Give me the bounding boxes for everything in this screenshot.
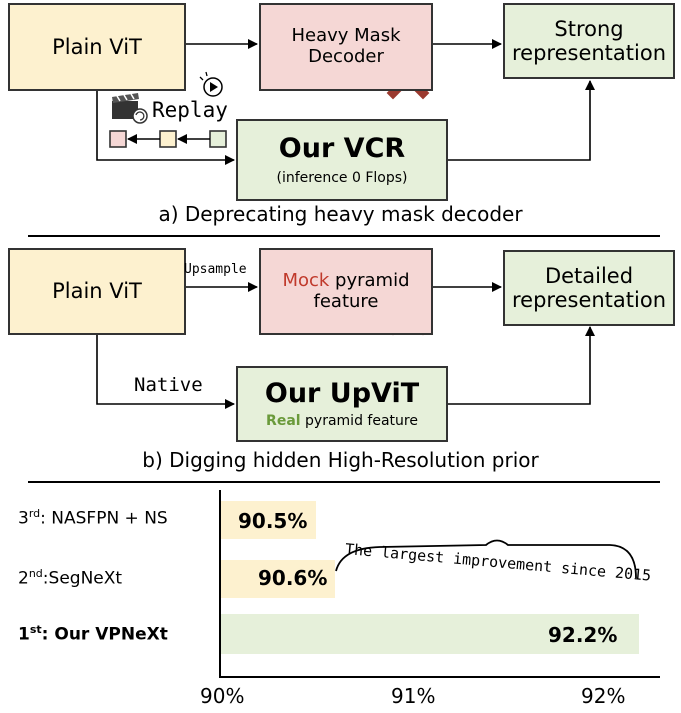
upvit-title: Our UpViT (264, 378, 420, 410)
category-label-1: 1st: Our VPNeXt (18, 623, 168, 645)
clapperboard-icon (112, 93, 148, 124)
replay-label: Replay (152, 98, 228, 122)
divider-middle (28, 481, 660, 483)
x-tick-91: 91% (391, 684, 436, 708)
category-label-2: 2nd:SegNeXt (18, 567, 122, 589)
mock-pyramid-box: Mock pyramid feature (259, 248, 433, 335)
rank-1-suffix: st (29, 623, 42, 636)
category-name-1: : Our VPNeXt (41, 624, 168, 645)
value-label-2: 90.6% (258, 566, 328, 590)
bar-1 (221, 614, 639, 654)
our-upvit-box: Our UpViT Real pyramid feature (236, 366, 448, 442)
plain-vit-box-top: Plain ViT (8, 3, 186, 91)
strong-line1: Strong (554, 16, 624, 41)
mock-word: Mock (282, 269, 330, 291)
upvit-subtitle: Real pyramid feature (266, 413, 418, 429)
our-vcr-box: Our VCR (inference 0 Flops) (236, 119, 448, 201)
replay-square-green (209, 130, 227, 148)
strong-representation-box: Strong representation (503, 3, 675, 79)
real-word: Real (266, 413, 301, 430)
rank-3: 3 (18, 508, 29, 529)
arrow-vit-to-vcr (96, 90, 235, 165)
category-name-2: :SegNeXt (42, 568, 123, 589)
rank-2: 2 (18, 568, 29, 589)
bars-layer (221, 501, 639, 654)
upsample-label: Upsample (184, 262, 247, 277)
plain-vit-box-middle: Plain ViT (8, 248, 186, 335)
divider-top (28, 235, 660, 237)
arrow-upvit-to-detailed (448, 326, 595, 405)
rank-3-suffix: rd (28, 507, 41, 520)
detailed-representation-box: Detailed representation (503, 250, 675, 326)
mock-line2: feature (313, 290, 379, 312)
rank-2-suffix: nd (28, 567, 43, 580)
rank-1: 1 (18, 624, 30, 645)
plain-vit-label-middle: Plain ViT (52, 279, 142, 304)
bar-3 (221, 501, 316, 539)
decoder-line2: Decoder (308, 46, 384, 67)
category-name-3: : NASFPN + NS (40, 508, 168, 529)
improvement-brace (335, 539, 637, 579)
arrow-vcr-to-strong (448, 80, 595, 161)
plain-vit-label: Plain ViT (52, 34, 142, 59)
arrow-vit-to-upvit (96, 334, 235, 409)
mock-line1: Mock pyramid (282, 269, 410, 292)
caption-a: a) Deprecating heavy mask decoder (158, 202, 523, 226)
mock-rest: pyramid (329, 269, 410, 291)
native-label: Native (134, 374, 203, 396)
bar-2 (221, 560, 335, 598)
caption-b: b) Digging hidden High-Resolution prior (142, 448, 539, 472)
value-label-1: 92.2% (548, 623, 618, 647)
replay-square-yellow (159, 130, 177, 148)
value-label-3: 90.5% (238, 509, 308, 533)
strong-line2: representation (511, 41, 666, 65)
replay-square-pink (109, 130, 127, 148)
detailed-line2: representation (511, 288, 666, 312)
heavy-mask-decoder-box: Heavy Mask Decoder (259, 3, 433, 91)
real-rest: pyramid feature (300, 413, 418, 430)
vcr-title: Our VCR (278, 133, 406, 165)
detailed-line1: Detailed (544, 263, 634, 288)
vcr-subtitle: (inference 0 Flops) (276, 170, 408, 187)
play-icon (199, 71, 223, 97)
x-tick-92: 92% (581, 684, 626, 708)
x-tick-90: 90% (200, 684, 245, 708)
category-label-3: 3rd: NASFPN + NS (18, 507, 168, 529)
decoder-line1: Heavy Mask (291, 25, 401, 47)
